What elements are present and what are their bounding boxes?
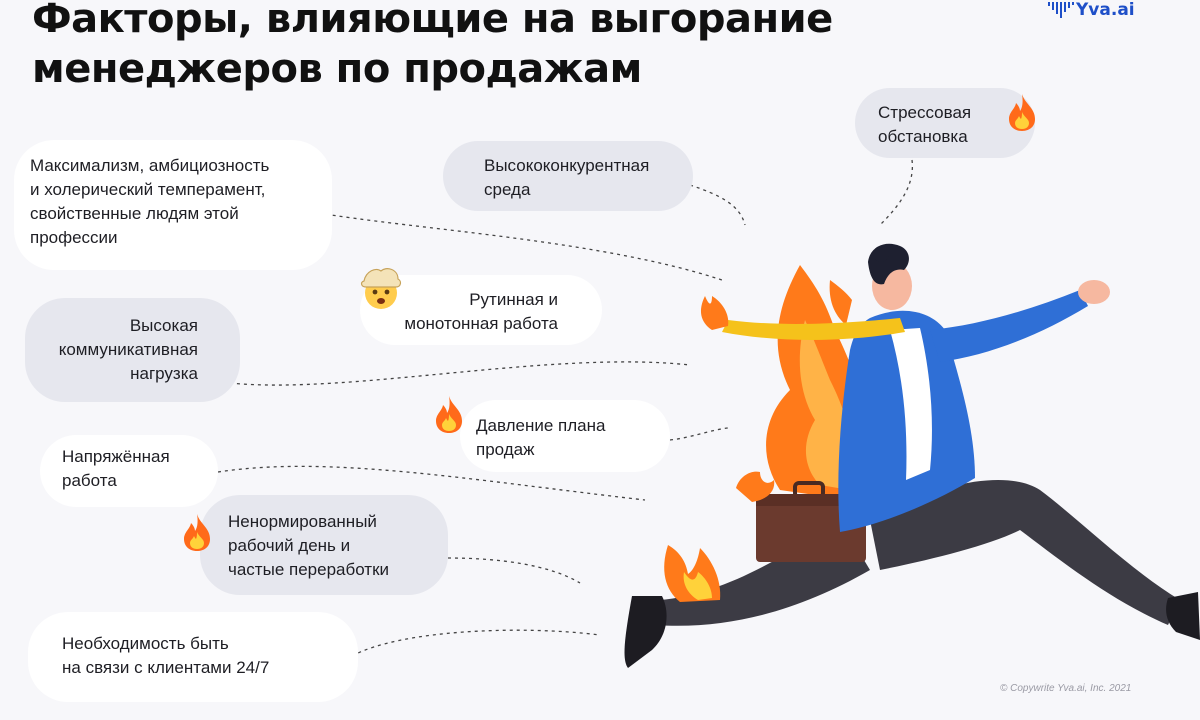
bubble-stress-bg [855, 88, 1035, 158]
bubble-overtime-bg [200, 495, 448, 595]
factor-stress: Стрессовая обстановка [878, 103, 972, 146]
bubble-tension-bg [40, 435, 218, 507]
copyright-text: © Copywrite Yva.ai, Inc. 2021 [1000, 683, 1132, 694]
connector-competition [689, 184, 746, 226]
page-title: Факторы, влияющие на выгорание менеджеро… [32, 0, 833, 94]
factor-maximalism: Максимализм, амбициозность и холерически… [30, 156, 270, 247]
connector-plan-pressure [669, 427, 729, 441]
factor-tension: Напряжённая работа [62, 447, 170, 490]
factor-overtime: Ненормированный рабочий день и частые пе… [228, 512, 390, 579]
page-title-line-1: Факторы, влияющие на выгорание [32, 0, 833, 42]
bubble-competition-bg [443, 141, 693, 211]
factor-competition: Высококонкурентная среда [484, 156, 650, 199]
connector-stress [879, 159, 914, 226]
page-title-line-2: менеджеров по продажам [32, 46, 642, 92]
fire-icon [436, 396, 462, 433]
raised-arm [930, 290, 1088, 362]
bubble-maximalism-bg [14, 140, 332, 270]
bubble-plan-pressure-bg [460, 400, 670, 472]
connector-always-on [351, 629, 601, 657]
connector-communication [229, 361, 691, 386]
bubble-communication-bg [25, 298, 240, 402]
raised-hand [1078, 280, 1110, 304]
fire-icon [184, 514, 210, 551]
tie [722, 318, 905, 340]
factor-always-on: Необходимость быть на связи с клиентами … [62, 634, 270, 677]
exploding-head-icon [360, 268, 402, 309]
front-shoe [1166, 592, 1200, 640]
back-shoe [624, 596, 667, 668]
fire-icon [1009, 94, 1035, 131]
bubble-routine-bg [360, 275, 602, 345]
connector-tension [217, 465, 646, 501]
factor-plan-pressure: Давление плана продаж [476, 416, 606, 459]
logo-text: Yva.ai [1076, 0, 1135, 20]
factor-routine: Рутинная и монотонная работа [404, 290, 558, 333]
front-leg [870, 480, 1180, 625]
factor-communication: Высокая коммуникативная нагрузка [58, 316, 198, 383]
bubble-always-on-bg [28, 612, 358, 702]
yva-logo-icon [1048, 2, 1074, 18]
